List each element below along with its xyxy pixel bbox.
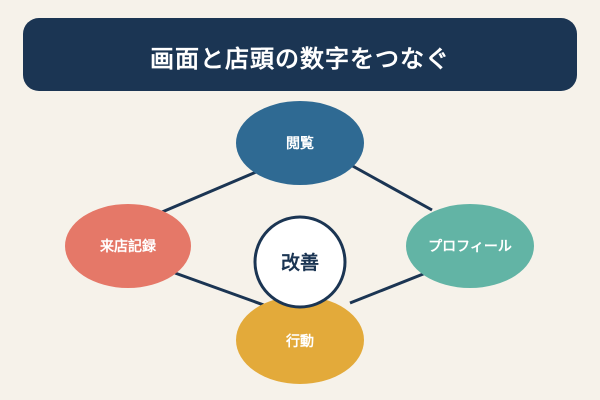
node-top-shape [236,101,364,185]
center-node: 改善 [253,215,347,309]
node-right: プロフィール [406,204,534,288]
node-left-label: 来店記録 [99,238,157,255]
center-circle [253,215,347,309]
node-top-label: 閲覧 [286,135,314,152]
node-left-shape [65,204,191,288]
node-top: 閲覧 [236,101,364,185]
node-bottom-shape [236,296,364,384]
node-left: 来店記録 [65,204,191,288]
diagram-title: 画面と店頭の数字をつなぐ [150,45,450,73]
node-right-shape [406,204,534,288]
title-banner: 画面と店頭の数字をつなぐ [23,18,577,91]
node-bottom-label: 行動 [285,333,314,350]
node-right-label: プロフィール [428,239,512,255]
connector-top-to-right [339,157,433,212]
center-label: 改善 [281,251,319,274]
node-bottom: 行動 [236,296,364,384]
